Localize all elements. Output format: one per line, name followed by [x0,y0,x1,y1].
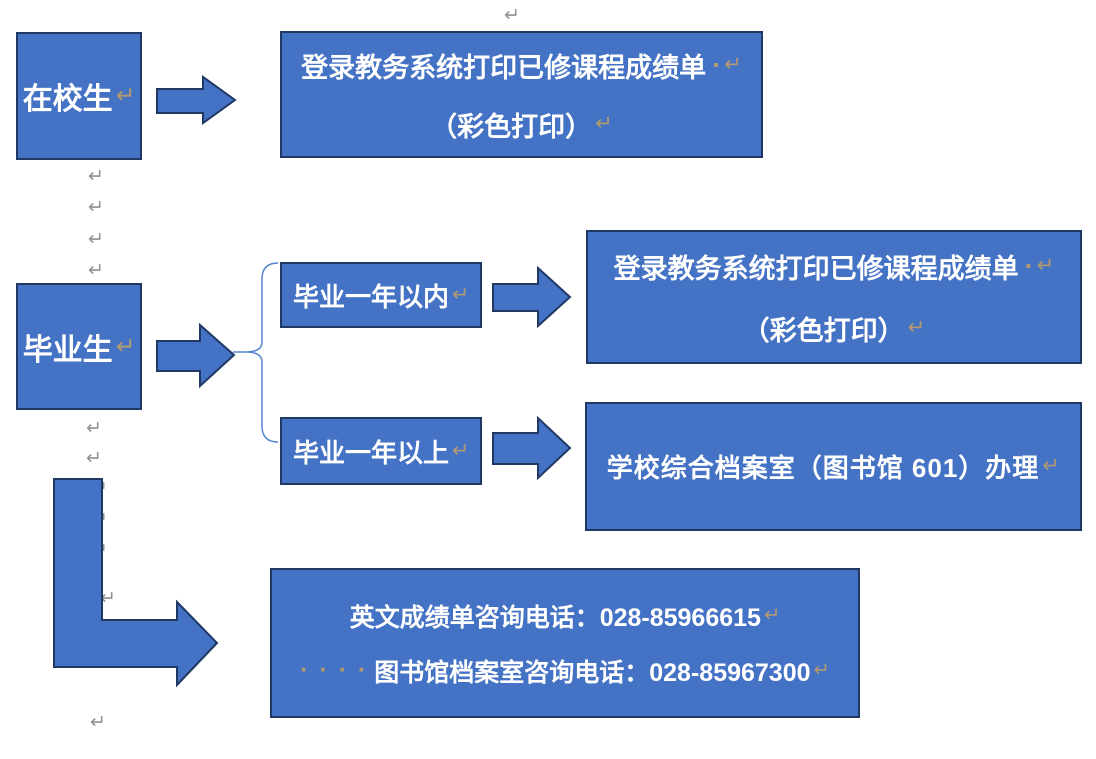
arrow-over-year-to-archive [492,415,572,481]
box-label: 毕业一年以上 [293,437,450,468]
return-mark-icon: ↵ [1036,254,1055,278]
box-text-line: 登录教务系统打印已修课程成绩单 · ↵ [301,36,742,95]
return-mark-icon: ↵ [813,658,830,681]
box-label: 登录教务系统打印已修课程成绩单 [301,52,707,83]
box-text-line: 毕业一年以内 ↵ [293,277,469,314]
return-mark-icon: ↵ [907,316,926,340]
box-label: 学校综合档案室（图书馆 601）办理 [606,453,1040,483]
box-label: 在校生 [22,83,113,116]
return-mark-icon: ↵ [115,332,136,359]
paragraph-mark: ↵ [88,229,104,250]
box-text-line: 在校生 ↵ [23,74,136,118]
box-label: 图书馆档案室咨询电话：028-85967300 [374,658,811,687]
return-mark-icon: ↵ [724,53,742,77]
box-text-line: （彩色打印） ↵ [743,297,926,359]
paragraph-mark: ↵ [504,5,520,26]
flowchart-box-within-one-year: 毕业一年以内 ↵ [280,262,482,328]
box-label: （彩色打印） [430,111,593,142]
box-text-line: （彩色打印） ↵ [430,95,613,154]
box-label: （彩色打印） [742,315,905,346]
paragraph-mark: ↵ [88,197,104,218]
paragraph-mark: ↵ [88,260,104,281]
flowchart-box-graduate: 毕业生 ↵ [16,283,142,410]
box-text-line: 毕业生 ↵ [23,325,136,369]
return-mark-icon: ↵ [115,82,136,109]
flowchart-box-print-transcript-top: 登录教务系统打印已修课程成绩单 · ↵ （彩色打印） ↵ [280,31,763,158]
paragraph-mark: ↵ [86,448,102,469]
paragraph-mark: ↵ [88,166,104,187]
arrow-graduate-to-branches [156,322,236,389]
arrow-within-year-to-print [492,265,572,329]
brace-branch-split [233,262,279,443]
paragraph-mark: ↵ [86,418,102,439]
box-label: 毕业生 [22,333,113,367]
flowchart-box-over-one-year: 毕业一年以上 ↵ [280,417,482,485]
box-text-line: 毕业一年以上 ↵ [293,433,469,470]
flowchart-box-current-student: 在校生 ↵ [16,32,142,160]
arrow-current-to-print [156,75,237,125]
return-mark-icon: ↵ [452,283,469,306]
box-label: 毕业一年以内 [293,281,450,312]
space-dot-mark: · [1024,250,1034,281]
space-dots-mark: · · · · [300,656,369,684]
space-dot-mark: · [712,49,722,80]
box-text-line: 登录教务系统打印已修课程成绩单 · ↵ [614,235,1055,297]
elbow-arrow-to-phone-info [53,478,219,688]
paragraph-mark: ↵ [90,712,106,733]
flowchart-box-print-transcript-branch: 登录教务系统打印已修课程成绩单 · ↵ （彩色打印） ↵ [586,230,1082,364]
return-mark-icon: ↵ [1042,455,1061,478]
return-mark-icon: ↵ [595,112,613,136]
return-mark-icon: ↵ [763,603,781,626]
box-text-line: 英文成绩单咨询电话：028-85966615 ↵ [350,588,781,643]
return-mark-icon: ↵ [452,439,469,462]
flowchart-box-archive-office: 学校综合档案室（图书馆 601）办理 ↵ [585,402,1082,531]
box-text-line: · · · · 图书馆档案室咨询电话：028-85967300 ↵ [300,643,830,698]
paragraph-mark: ↵ [100,588,116,609]
flowchart-box-phone-info: 英文成绩单咨询电话：028-85966615 ↵ · · · · 图书馆档案室咨… [270,568,860,718]
box-label: 登录教务系统打印已修课程成绩单 [613,253,1019,284]
box-text-line: 学校综合档案室（图书馆 601）办理 ↵ [607,448,1061,485]
box-label: 英文成绩单咨询电话：028-85966615 [349,603,761,632]
